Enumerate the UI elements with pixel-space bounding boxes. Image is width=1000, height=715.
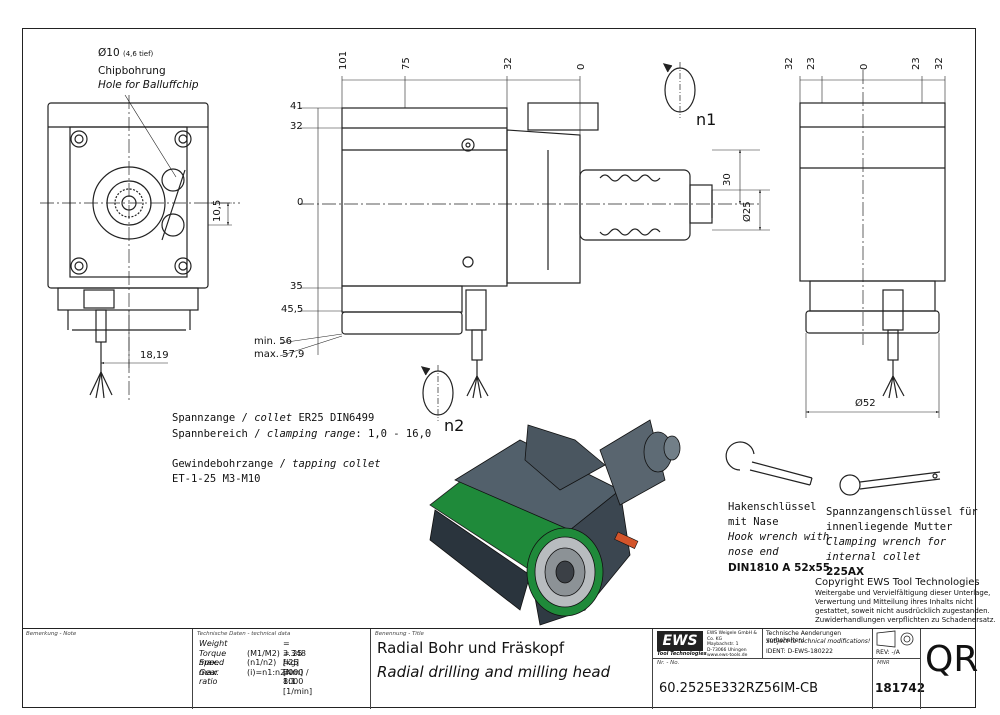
dim-end-a: 32 [784,57,795,70]
dim-end-d: 23 [911,57,922,70]
copyright-title: Copyright EWS Tool Technologies [815,577,980,588]
end-view [799,70,946,418]
drawing-frame [22,28,976,708]
front-view [40,94,240,400]
hook-wrench-en1: Hook wrench with [728,531,830,543]
dim-left-max: max. 57,9 [254,349,305,360]
rotation-n2: n2 [444,416,465,435]
logo-cell: EWS Tool Technologies EWS Weigele GmbH &… [652,629,762,659]
clamp-wrench-en2: internal collet [826,551,921,563]
dim-30: 30 [722,173,733,186]
dim-top-0: 0 [576,63,587,70]
projection-symbol-icon [876,630,914,648]
dim-left-45-5: 45,5 [281,304,304,315]
remark-cell: Bemerkung - Note [26,631,77,637]
dim-d52: Ø52 [855,398,876,409]
side-view-housing [341,107,508,287]
dim-end-c: 0 [859,63,870,70]
title-block: Bemerkung - Note Technische Daten - tech… [22,628,979,709]
hook-wrench-de2: mit Nase [728,516,779,528]
tech-data-cell: Technische Daten - technical data Weight… [192,629,370,709]
dim-top-32: 32 [503,57,514,70]
title-cell: Benennung - Title Radial Bohr und Fräsko… [370,629,652,709]
title-de: Radial Bohr und Fräskopf [377,639,565,657]
part-number: 60.2525E332RZ56IM-CB [659,681,819,696]
hook-wrench-std: DIN1810 A 52x55 [728,562,831,574]
dim-left-0: 0 [297,197,304,208]
rotation-n1: n1 [696,110,717,129]
dim-left-min: min. 56 [254,336,292,347]
collet-line2: Spannbereich / clamping range: 1,0 - 16,… [172,428,432,440]
collet-line3: Gewindebohrzange / tapping collet [172,458,381,470]
qr-cell: QR [920,629,979,709]
qr-label: QR [925,639,979,680]
mnr-number: 181742 [875,681,926,695]
clamping-wrench-icon [839,471,941,496]
collet-line4: ET-1-25 M3-M10 [172,473,261,485]
clamp-wrench-en1: Clamping wrench for [826,536,947,548]
dim-end-b: 23 [806,57,817,70]
hook-wrench-de1: Hakenschlüssel [728,501,817,513]
dim-top-75: 75 [401,57,412,70]
collet-line1: Spannzange / collet ER25 DIN6499 [172,412,375,424]
projection-cell: REV: -/A [872,629,920,659]
chip-hole [161,168,185,192]
dim-end-e: 32 [934,57,945,70]
dim-d25: Ø25 [742,201,753,222]
chip-hole-en: Hole for Balluffchip [98,79,199,91]
ews-logo: EWS [657,631,703,651]
copyright-body: Weitergabe und Vervielfältigung dieser U… [815,589,996,624]
clamp-wrench-de1: Spannzangenschlüssel für [826,506,978,518]
dim-10-5: 10,5 [212,199,223,222]
clamp-wrench-de2: innenliegende Mutter [826,521,953,533]
front-view-flange [69,126,188,278]
end-view-body [799,102,946,282]
side-view-gearbox [506,129,581,284]
mnr-cell: MNR 181742 [872,659,925,709]
chip-hole-dia: Ø10 (4,6 tief) [98,47,154,59]
dim-top-101: 101 [338,50,349,70]
dim-left-41: 41 [290,101,303,112]
part-number-cell: Nr. - No. 60.2525E332RZ56IM-CB [652,659,872,709]
title-en: Radial drilling and milling head [377,663,611,681]
dim-18-19: 18,19 [140,350,169,361]
dim-left-32: 32 [290,121,303,132]
clamp-wrench-code: 225AX [826,566,865,578]
hook-wrench-icon [725,441,813,486]
side-view [279,62,770,421]
product-render [429,419,681,626]
chip-hole-de: Chipbohrung [98,65,166,77]
hook-wrench-en2: nose end [728,546,779,558]
changes-cell: Technische Aenderungen vorbehalten! Subj… [762,629,872,659]
dim-left-35: 35 [290,281,303,292]
